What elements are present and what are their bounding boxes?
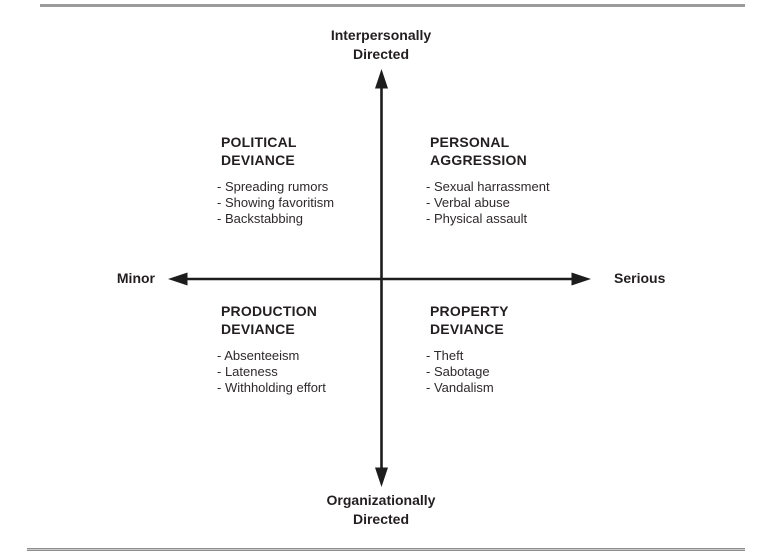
quadrant-title-line: AGGRESSION bbox=[430, 152, 527, 168]
quadrant-item-list: - Sexual harrassment - Verbal abuse - Ph… bbox=[426, 179, 596, 227]
quadrant-title-line: DEVIANCE bbox=[221, 152, 295, 168]
quadrant-item: - Backstabbing bbox=[217, 211, 303, 226]
axis-label-line: Interpersonally bbox=[330, 27, 432, 43]
quadrant-title-line: POLITICAL bbox=[221, 134, 297, 150]
quadrant-title: PRODUCTION DEVIANCE bbox=[221, 302, 387, 338]
quadrant-political-deviance: POLITICAL DEVIANCE - Spreading rumors - … bbox=[217, 133, 387, 227]
figure-top-rule bbox=[40, 4, 745, 7]
quadrant-item: - Lateness bbox=[217, 364, 278, 379]
axis-label-line: Organizationally bbox=[326, 492, 436, 508]
quadrant-title-line: PROPERTY bbox=[430, 303, 509, 319]
quadrant-item: - Sabotage bbox=[426, 364, 490, 379]
quadrant-item: - Absenteeism bbox=[217, 348, 300, 363]
figure-bottom-rule bbox=[27, 548, 745, 551]
quadrant-title: PROPERTY DEVIANCE bbox=[430, 302, 596, 338]
axis-label-organizationally-directed: Organizationally Directed bbox=[327, 491, 436, 529]
quadrant-production-deviance: PRODUCTION DEVIANCE - Absenteeism - Late… bbox=[217, 302, 387, 396]
quadrant-item: - Sexual harrassment bbox=[426, 179, 550, 194]
down-arrowhead-icon bbox=[375, 467, 388, 487]
quadrant-item-list: - Spreading rumors - Showing favoritism … bbox=[217, 179, 387, 227]
quadrant-item: - Theft bbox=[426, 348, 464, 363]
right-arrowhead-icon bbox=[571, 272, 591, 286]
quadrant-property-deviance: PROPERTY DEVIANCE - Theft - Sabotage - V… bbox=[426, 302, 596, 396]
quadrant-title-line: DEVIANCE bbox=[221, 321, 295, 337]
axis-label-serious: Serious bbox=[614, 270, 666, 286]
quadrant-item-list: - Absenteeism - Lateness - Withholding e… bbox=[217, 348, 387, 396]
quadrant-item: - Verbal abuse bbox=[426, 195, 510, 210]
quadrant-item: - Physical assault bbox=[426, 211, 528, 226]
quadrant-title: PERSONAL AGGRESSION bbox=[430, 133, 596, 169]
quadrant-personal-aggression: PERSONAL AGGRESSION - Sexual harrassment… bbox=[426, 133, 596, 227]
axis-label-line: Directed bbox=[352, 46, 410, 62]
left-arrowhead-icon bbox=[168, 272, 188, 286]
quadrant-title: POLITICAL DEVIANCE bbox=[221, 133, 387, 169]
quadrant-item: - Showing favoritism bbox=[217, 195, 335, 210]
quadrant-item: - Withholding effort bbox=[217, 380, 326, 395]
quadrant-item-list: - Theft - Sabotage - Vandalism bbox=[426, 348, 596, 396]
quadrant-title-line: PERSONAL bbox=[430, 134, 510, 150]
axis-label-minor: Minor bbox=[116, 270, 155, 286]
axis-label-line: Directed bbox=[352, 511, 410, 527]
quadrant-item: - Vandalism bbox=[426, 380, 494, 395]
axis-label-interpersonally-directed: Interpersonally Directed bbox=[331, 26, 431, 64]
quadrant-title-line: PRODUCTION bbox=[221, 303, 318, 319]
up-arrowhead-icon bbox=[375, 69, 388, 89]
quadrant-item: - Spreading rumors bbox=[217, 179, 329, 194]
quadrant-title-line: DEVIANCE bbox=[430, 321, 504, 337]
